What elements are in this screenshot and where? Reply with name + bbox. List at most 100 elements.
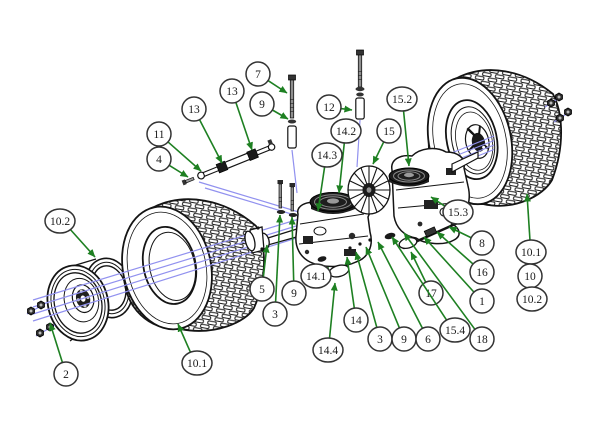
balloon-number: 10	[524, 271, 536, 283]
callout-balloon-4: 4	[146, 146, 172, 172]
balloon-circle	[181, 96, 207, 122]
callout-balloon-10.2: 10.2	[44, 208, 76, 234]
balloon-number: 15.4	[445, 325, 465, 337]
balloon-circle	[316, 94, 342, 120]
leader-line-9	[271, 109, 289, 120]
leader-line-7	[267, 79, 288, 94]
washer	[276, 210, 286, 214]
balloon-number: 14.4	[318, 345, 338, 357]
screw	[358, 242, 362, 246]
callout-balloon-14.1: 14.1	[300, 263, 332, 289]
leader-line-10.1	[177, 323, 192, 353]
balloon-number: 15.2	[392, 94, 412, 106]
balloon-circle	[386, 86, 418, 112]
lug-nut	[37, 300, 45, 310]
right-pulley	[388, 167, 430, 187]
balloon-circle	[300, 263, 332, 289]
balloon-number: 9	[401, 334, 407, 346]
callout-balloon-16: 16	[469, 259, 495, 285]
balloon-number: 10.2	[522, 294, 542, 306]
callout-balloon-3: 3	[262, 301, 288, 327]
screw	[348, 246, 352, 250]
balloon-circle	[439, 317, 471, 343]
lug-nut	[36, 328, 44, 338]
callout-balloon-15.2: 15.2	[386, 86, 418, 112]
callout-balloon-7: 7	[245, 61, 271, 87]
leader-line-14.3	[315, 166, 326, 212]
balloon-circle	[262, 301, 288, 327]
balloon-circle	[442, 199, 474, 225]
callout-balloon-15: 15	[376, 118, 402, 144]
leader-line-6	[377, 241, 424, 329]
balloon-number: 13	[188, 104, 200, 116]
leader-line-15.3	[430, 196, 446, 207]
balloon-number: 3	[272, 309, 278, 321]
balloon-number: 16	[476, 267, 488, 279]
balloon-number: 14.2	[336, 126, 356, 138]
balloon-number: 17	[425, 288, 437, 300]
callout-balloon-10: 10	[517, 263, 543, 289]
callout-balloon-1: 1	[469, 288, 495, 314]
callout-balloon-9: 9	[249, 91, 275, 117]
balloon-number: 9	[291, 288, 297, 300]
cooling-fan	[347, 165, 391, 215]
balloon-number: 10.1	[521, 247, 541, 259]
balloon-circle	[53, 361, 79, 387]
leader-line-11	[167, 141, 202, 172]
leader-line-10.1	[523, 193, 531, 241]
balloon-number: 14.3	[317, 150, 337, 162]
balloon-number: 14.1	[306, 271, 326, 283]
mounting-bolt	[277, 180, 283, 209]
callout-balloon-13: 13	[181, 96, 207, 122]
leader-line-14	[344, 256, 356, 309]
balloon-circle	[311, 142, 343, 168]
callout-balloon-5: 5	[249, 276, 275, 302]
leader-line-1	[423, 236, 475, 293]
leader-line-13	[235, 102, 253, 151]
callout-balloon-13: 13	[219, 78, 245, 104]
lug-nut	[564, 107, 572, 117]
callout-balloon-14.4: 14.4	[312, 337, 344, 363]
washer	[288, 213, 298, 217]
callout-balloon-8: 8	[469, 230, 495, 256]
balloon-circle	[469, 259, 495, 285]
tie-rod	[181, 139, 276, 186]
leader-line-3	[274, 214, 284, 303]
balloon-number: 10.2	[50, 216, 70, 228]
callout-balloon-15.4: 15.4	[439, 317, 471, 343]
balloon-number: 13	[226, 86, 238, 98]
balloon-circle	[469, 288, 495, 314]
balloon-number: 15	[383, 126, 395, 138]
long-bolt-left	[287, 74, 297, 149]
leader-line-4	[168, 164, 189, 178]
balloon-number: 7	[255, 69, 261, 81]
balloon-circle	[146, 146, 172, 172]
balloon-circle	[343, 307, 369, 333]
balloon-circle	[281, 280, 307, 306]
lug-nut	[27, 306, 35, 316]
balloon-circle	[330, 118, 362, 144]
leader-line-12	[340, 105, 353, 113]
balloon-circle	[415, 326, 441, 352]
balloon-circle	[469, 230, 495, 256]
callout-balloon-9: 9	[391, 326, 417, 352]
right-lug-nuts	[547, 92, 572, 123]
balloon-circle	[249, 276, 275, 302]
leader-line-3	[354, 251, 378, 328]
callout-balloon-12: 12	[316, 94, 342, 120]
balloon-number: 12	[323, 102, 335, 114]
callout-balloon-6: 6	[415, 326, 441, 352]
screw	[368, 238, 372, 242]
balloon-circle	[44, 208, 76, 234]
lug-nut	[547, 98, 555, 108]
balloon-circle	[219, 78, 245, 104]
callout-balloon-15.3: 15.3	[442, 199, 474, 225]
leader-line-13	[198, 119, 223, 164]
leader-line-10.2	[69, 229, 96, 258]
right-axle	[451, 151, 479, 174]
seal	[317, 256, 327, 262]
leader-line-5	[262, 244, 270, 278]
leader-line-16	[436, 231, 474, 265]
